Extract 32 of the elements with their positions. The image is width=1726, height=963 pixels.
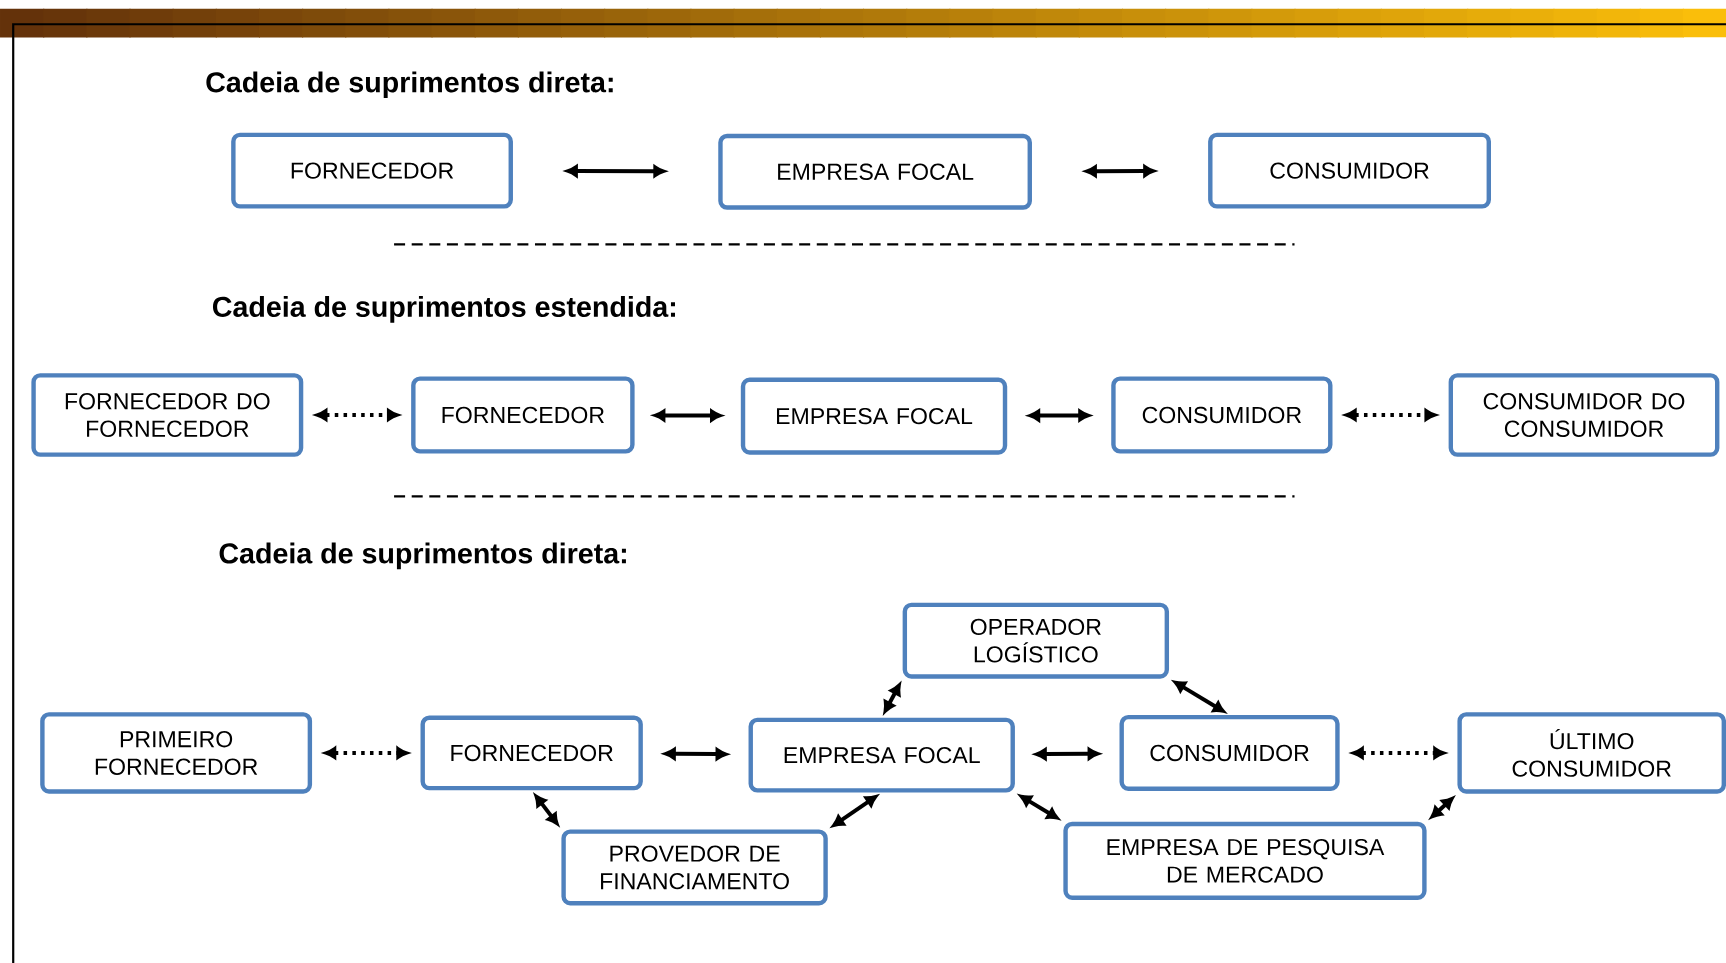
arrow — [565, 164, 666, 178]
section-heading: Cadeia de suprimentos direta: — [206, 71, 613, 99]
process-box: CONSUMIDOR — [1111, 376, 1333, 454]
arrow — [1351, 746, 1446, 759]
process-box: EMPRESA DE PESQUISA DE MERCADO — [1063, 821, 1427, 900]
process-box: FORNECEDOR — [231, 132, 513, 209]
arrow — [832, 794, 878, 827]
process-box: CONSUMIDOR — [1119, 714, 1340, 791]
arrow — [534, 794, 559, 826]
process-box: ÚLTIMO CONSUMIDOR — [1457, 712, 1726, 794]
process-box: EMPRESA FOCAL — [718, 133, 1032, 210]
arrow — [1430, 796, 1454, 819]
arrow — [1173, 680, 1226, 713]
arrow — [324, 746, 409, 759]
arrow — [1084, 164, 1156, 178]
arrow — [883, 683, 901, 713]
process-box: EMPRESA FOCAL — [748, 717, 1015, 793]
process-box: CONSUMIDOR — [1208, 132, 1491, 209]
process-box: EMPRESA FOCAL — [740, 377, 1008, 455]
arrow — [1034, 747, 1100, 761]
arrow — [1019, 794, 1059, 820]
process-box: FORNECEDOR — [411, 376, 635, 454]
process-box: FORNECEDOR DO FORNECEDOR — [31, 373, 304, 457]
section-heading: Cadeia de suprimentos estendida: — [212, 295, 675, 323]
process-box: CONSUMIDOR DO CONSUMIDOR — [1448, 373, 1720, 457]
process-box: PRIMEIRO FORNECEDOR — [40, 712, 313, 794]
process-box: FORNECEDOR — [420, 715, 643, 791]
process-box: PROVEDOR DE FINANCIAMENTO — [561, 829, 828, 906]
arrow — [1344, 408, 1437, 422]
process-box: OPERADOR LOGÍSTICO — [902, 602, 1170, 679]
section-heading: Cadeia de suprimentos direta: — [219, 542, 626, 570]
arrow — [663, 747, 728, 761]
